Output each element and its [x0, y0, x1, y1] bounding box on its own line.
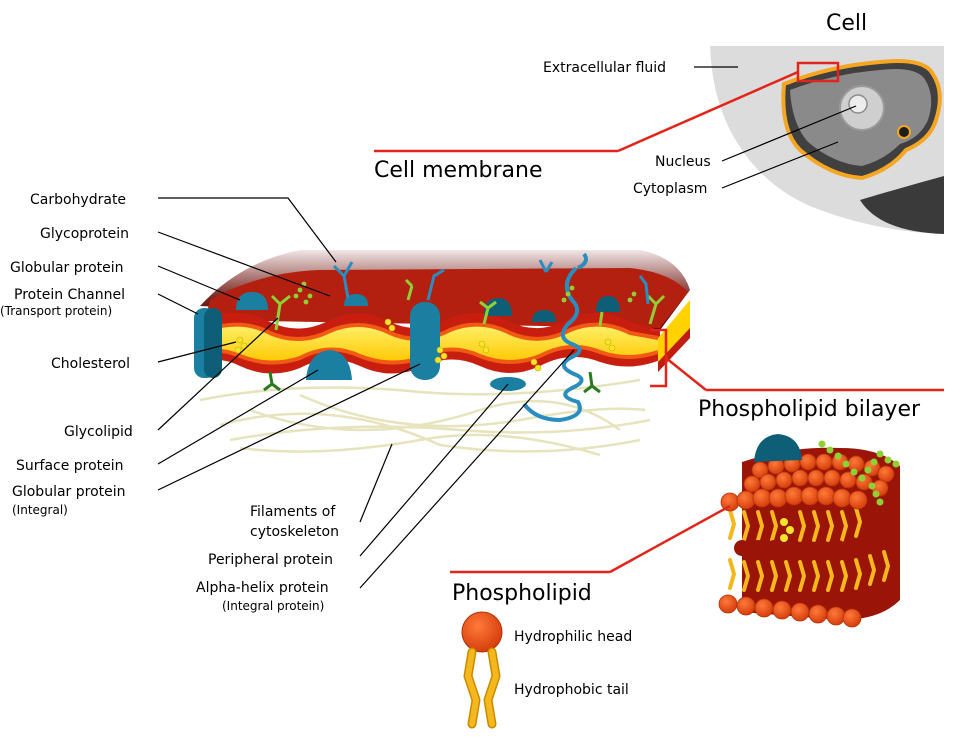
- hydrophilic-head-label: Hydrophilic head: [514, 629, 632, 645]
- bilayer-block: [450, 434, 900, 628]
- phospholipid-title: Phospholipid: [452, 581, 592, 606]
- carbohydrate-label: Carbohydrate: [30, 192, 126, 208]
- bilayer-bottom-heads: [718, 594, 862, 628]
- bilayer-top-heads: [720, 453, 895, 512]
- membrane-illustration: [194, 250, 944, 457]
- hydrophilic-head-icon: [461, 611, 503, 653]
- globular-protein-label: Globular protein: [10, 260, 124, 276]
- phospholipid-legend: [461, 611, 503, 729]
- left-leader-lines: [157, 197, 421, 491]
- peripheral-protein-label: Peripheral protein: [208, 552, 333, 568]
- glycolipid-chains: [270, 278, 666, 331]
- globular-protein-1: [236, 292, 268, 310]
- carbohydrate-chains: [332, 259, 650, 305]
- integral-globular-protein: [410, 302, 440, 380]
- globular-protein-5: [596, 296, 620, 312]
- extracellular-fluid-label: Extracellular fluid: [543, 60, 666, 76]
- alpha-helix-sublabel: (Integral protein): [222, 599, 324, 613]
- cholesterol-label: Cholesterol: [51, 356, 130, 372]
- surface-protein: [306, 350, 352, 380]
- transport-protein-sublabel: (Transport protein): [0, 304, 112, 318]
- nucleus-label: Nucleus: [655, 154, 711, 170]
- hydrophobic-tail-icon-1: [465, 649, 479, 727]
- cell-membrane-outline: [781, 59, 942, 181]
- lower-glycans: [263, 371, 601, 394]
- glycan-beads: [293, 281, 637, 305]
- bilayer-protein: [754, 434, 802, 462]
- cytoskeleton-filaments: [199, 378, 651, 457]
- nucleus-leader: [721, 105, 857, 162]
- bilayer-glycan: [818, 440, 900, 506]
- integral-globular-label: Globular protein: [12, 484, 126, 500]
- hydrophobic-tail-label: Hydrophobic tail: [514, 682, 629, 698]
- bilayer-callout-diag: [665, 357, 707, 391]
- cell-shadow: [860, 176, 944, 234]
- cytoplasm-label: Cytoplasm: [633, 181, 707, 197]
- cell-illustration: [374, 46, 944, 234]
- phospholipid-bilayer-title: Phospholipid bilayer: [698, 397, 921, 422]
- hydrophobic-tail-icon-2: [485, 649, 499, 727]
- bilayer-cholesterol: [780, 518, 794, 542]
- filaments-label-2: cytoskeleton: [250, 524, 339, 540]
- cell-membrane-title: Cell membrane: [374, 158, 542, 183]
- glycolipid-label: Glycolipid: [64, 424, 133, 440]
- alpha-helix: [522, 252, 588, 423]
- cholesterol-molecules: [234, 318, 616, 372]
- filaments-label-1: Filaments of: [250, 504, 336, 520]
- alpha-helix-label: Alpha-helix protein: [196, 580, 329, 596]
- cell-title: Cell: [826, 11, 867, 36]
- surface-protein-label: Surface protein: [16, 458, 124, 474]
- protein-channel-label: Protein Channel: [14, 287, 125, 303]
- bilayer-tails: [728, 506, 891, 592]
- bilayer-mid-heads: [734, 538, 878, 556]
- globular-protein-4: [532, 310, 556, 322]
- cytoplasm-leader: [721, 141, 839, 189]
- zoom-callout-line: [617, 70, 799, 153]
- bottom-leader-lines: [359, 349, 575, 589]
- protein-channel-right: [204, 308, 222, 378]
- glycoprotein-label: Glycoprotein: [40, 226, 129, 242]
- vesicle: [897, 125, 911, 139]
- globular-protein-2: [344, 294, 368, 306]
- nucleolus: [848, 94, 868, 114]
- globular-protein-3: [484, 298, 512, 316]
- phospholipid-callout-diag: [609, 504, 731, 574]
- integral-sublabel: (Integral): [12, 503, 68, 517]
